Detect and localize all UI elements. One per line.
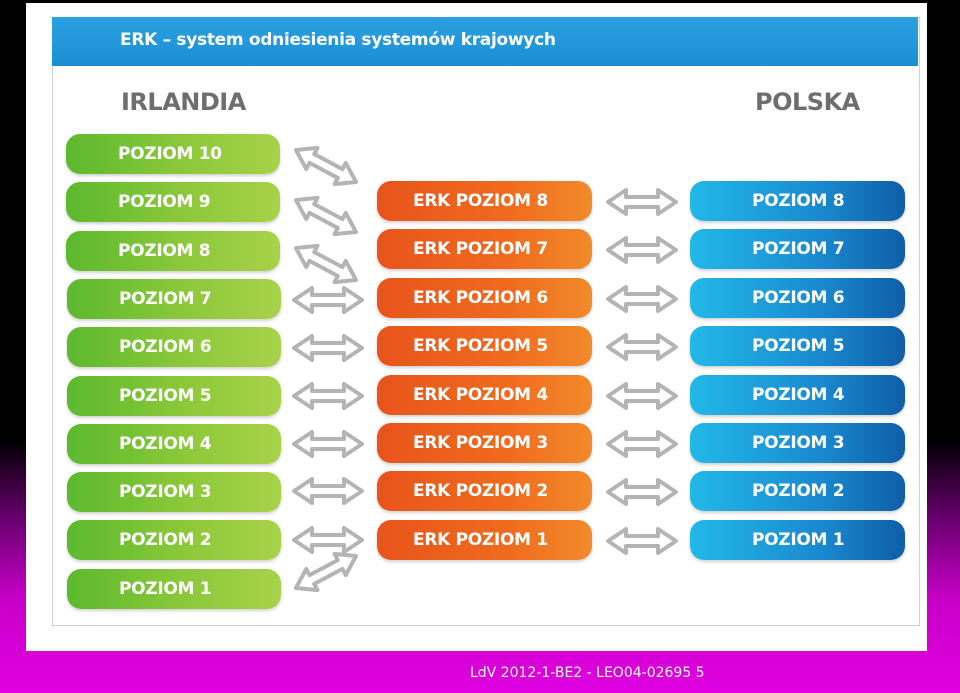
erk-level-8: ERK POZIOM 8 bbox=[377, 181, 592, 221]
erk-level-6: ERK POZIOM 6 bbox=[377, 277, 592, 318]
ireland-erk-arrow-icon bbox=[292, 526, 364, 554]
ireland-level-3: POZIOM 3 bbox=[67, 472, 281, 513]
erk-level-2: ERK POZIOM 2 bbox=[377, 471, 592, 512]
ireland-erk-arrow-icon bbox=[292, 382, 364, 410]
poland-level-8-label: POZIOM 8 bbox=[752, 191, 845, 211]
ireland-level-9: POZIOM 9 bbox=[66, 182, 280, 223]
ireland-level-5: POZIOM 5 bbox=[67, 375, 281, 416]
erk-level-3: ERK POZIOM 3 bbox=[377, 423, 592, 463]
erk-poland-arrow-icon bbox=[606, 478, 678, 507]
footer-text: LdV 2012-1-BE2 - LEO04-02695 5 bbox=[470, 665, 705, 681]
ireland-level-6-label: POZIOM 6 bbox=[119, 337, 212, 358]
poland-level-4-label: POZIOM 4 bbox=[752, 384, 845, 405]
ireland-level-8-label: POZIOM 8 bbox=[118, 240, 211, 261]
ireland-erk-arrow-icon bbox=[293, 551, 359, 593]
erk-level-3-label: ERK POZIOM 3 bbox=[413, 433, 548, 453]
erk-level-1-label: ERK POZIOM 1 bbox=[413, 529, 548, 550]
ireland-level-8: POZIOM 8 bbox=[66, 230, 280, 271]
ireland-erk-arrow-icon bbox=[292, 286, 364, 314]
title-bar: ERK – system odniesienia systemów krajow… bbox=[52, 17, 918, 66]
poland-level-7-label: POZIOM 7 bbox=[752, 239, 845, 260]
ireland-level-10: POZIOM 10 bbox=[66, 134, 280, 174]
poland-level-2-label: POZIOM 2 bbox=[752, 481, 845, 502]
ireland-erk-arrow-icon bbox=[293, 243, 359, 285]
erk-level-4-label: ERK POZIOM 4 bbox=[413, 384, 548, 405]
ireland-erk-arrow-icon bbox=[292, 430, 364, 458]
ireland-level-5-label: POZIOM 5 bbox=[119, 385, 212, 406]
erk-poland-arrow-icon bbox=[606, 236, 678, 265]
poland-level-8: POZIOM 8 bbox=[690, 181, 905, 221]
ireland-level-1-label: POZIOM 1 bbox=[119, 578, 212, 599]
ireland-level-2: POZIOM 2 bbox=[67, 520, 281, 561]
erk-poland-arrow-icon bbox=[606, 381, 678, 410]
erk-level-6-label: ERK POZIOM 6 bbox=[413, 287, 548, 308]
erk-level-7: ERK POZIOM 7 bbox=[377, 229, 592, 270]
diagram-title: ERK – system odniesienia systemów krajow… bbox=[120, 30, 556, 50]
poland-level-2: POZIOM 2 bbox=[690, 471, 905, 512]
erk-level-7-label: ERK POZIOM 7 bbox=[413, 239, 548, 260]
ireland-level-4-label: POZIOM 4 bbox=[119, 433, 212, 454]
erk-poland-arrow-icon bbox=[606, 333, 678, 362]
erk-poland-arrow-icon bbox=[606, 526, 678, 555]
poland-level-4: POZIOM 4 bbox=[690, 374, 905, 415]
ireland-erk-arrow-icon bbox=[293, 195, 359, 237]
poland-level-6-label: POZIOM 6 bbox=[752, 287, 845, 308]
ireland-level-6: POZIOM 6 bbox=[67, 327, 281, 368]
ireland-erk-arrow-icon bbox=[292, 477, 364, 505]
erk-level-8-label: ERK POZIOM 8 bbox=[413, 191, 548, 211]
erk-poland-arrow-icon bbox=[606, 430, 678, 458]
ireland-level-9-label: POZIOM 9 bbox=[118, 192, 211, 213]
ireland-erk-arrow-icon bbox=[292, 334, 364, 362]
ireland-level-7-label: POZIOM 7 bbox=[119, 288, 212, 309]
erk-poland-arrow-icon bbox=[606, 188, 678, 216]
poland-level-5-label: POZIOM 5 bbox=[752, 336, 845, 357]
erk-level-5: ERK POZIOM 5 bbox=[377, 326, 592, 367]
poland-level-6: POZIOM 6 bbox=[690, 277, 905, 318]
poland-level-1: POZIOM 1 bbox=[690, 519, 905, 560]
ireland-level-2-label: POZIOM 2 bbox=[119, 530, 212, 551]
erk-level-5-label: ERK POZIOM 5 bbox=[413, 336, 548, 357]
erk-level-1: ERK POZIOM 1 bbox=[377, 519, 592, 560]
ireland-level-10-label: POZIOM 10 bbox=[118, 144, 222, 164]
poland-level-5: POZIOM 5 bbox=[690, 326, 905, 367]
erk-level-2-label: ERK POZIOM 2 bbox=[413, 481, 548, 502]
poland-heading: POLSKA bbox=[755, 88, 860, 116]
ireland-level-7: POZIOM 7 bbox=[67, 278, 281, 319]
ireland-heading: IRLANDIA bbox=[121, 88, 246, 116]
erk-poland-arrow-icon bbox=[606, 284, 678, 313]
ireland-level-3-label: POZIOM 3 bbox=[119, 482, 212, 503]
poland-level-3-label: POZIOM 3 bbox=[752, 433, 845, 453]
ireland-erk-arrow-icon bbox=[293, 145, 359, 187]
poland-level-3: POZIOM 3 bbox=[690, 423, 905, 463]
poland-level-7: POZIOM 7 bbox=[690, 229, 905, 270]
poland-level-1-label: POZIOM 1 bbox=[752, 529, 845, 550]
ireland-level-1: POZIOM 1 bbox=[67, 568, 281, 609]
ireland-level-4: POZIOM 4 bbox=[67, 423, 281, 464]
erk-level-4: ERK POZIOM 4 bbox=[377, 374, 592, 415]
